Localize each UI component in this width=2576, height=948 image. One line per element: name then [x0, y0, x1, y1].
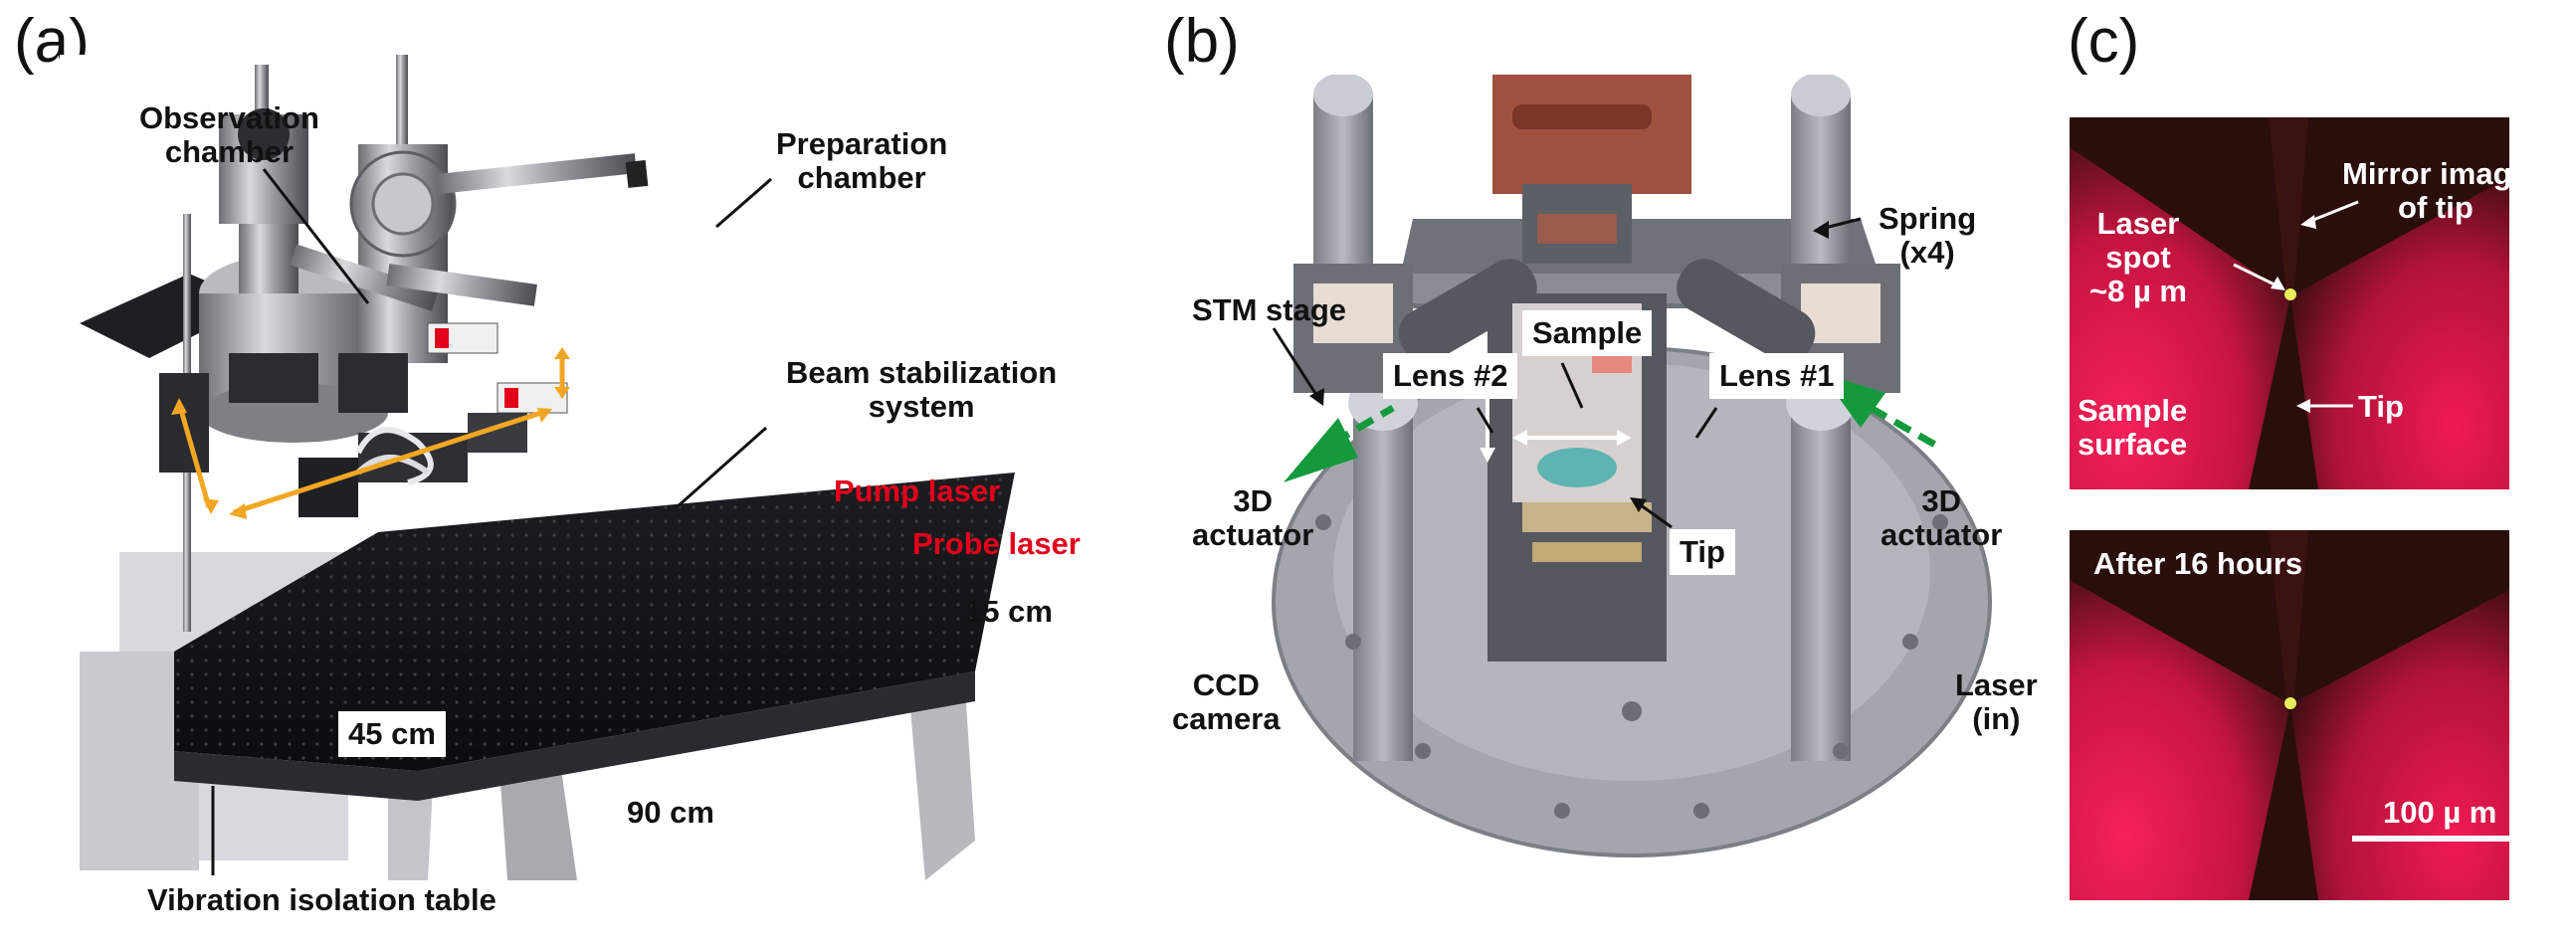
label-spring-line1: Spring	[1879, 201, 1977, 236]
label-mirror-image-of-tip: Mirror image of tip	[2342, 157, 2529, 225]
label-laser-in-line2: (in)	[1972, 701, 2021, 736]
label-observation-chamber: Observation chamber	[139, 101, 319, 169]
panel-b-leader-lines	[1272, 217, 1862, 529]
label-width-90cm: 90 cm	[627, 795, 714, 830]
label-preparation-chamber: Preparation chamber	[776, 127, 947, 195]
label-observation-line2: chamber	[164, 134, 295, 169]
panel-b-rendering	[1272, 75, 1992, 857]
label-ccd-camera: CCD camera	[1172, 668, 1281, 736]
label-spot-line3: ~8 µ m	[2089, 274, 2187, 308]
label-probe-laser: Probe laser	[912, 526, 1081, 561]
panel-c-micrograph-top	[2070, 117, 2509, 489]
label-ccd-line1: CCD	[1192, 667, 1260, 702]
label-preparation-line1: Preparation	[776, 126, 948, 161]
label-depth-45cm: 45 cm	[338, 711, 446, 757]
panel-b-letter: (b)	[1164, 7, 1240, 76]
label-actuator-right-line1: 3D	[1921, 483, 1961, 518]
label-vibration-isolation-table: Vibration isolation table	[147, 882, 496, 917]
label-beam-line2: system	[868, 389, 975, 424]
label-spot-line2: spot	[2105, 240, 2171, 275]
label-spring-line2: (x4)	[1899, 235, 1955, 270]
label-ccd-line2: camera	[1172, 701, 1281, 736]
label-laser-in: Laser (in)	[1955, 668, 2038, 736]
label-observation-line1: Observation	[139, 100, 319, 135]
label-beam-stabilization: Beam stabilization system	[786, 356, 1057, 424]
label-height-15cm: 15 cm	[965, 594, 1053, 629]
label-sample-surface: Sample surface	[2078, 394, 2187, 462]
label-surface-line2: surface	[2078, 427, 2188, 462]
label-sample: Sample	[1522, 310, 1653, 356]
label-actuator-left-line2: actuator	[1192, 517, 1314, 552]
label-mirror-line2: of tip	[2398, 190, 2474, 225]
panel-c-leader-arrows	[2233, 200, 2359, 413]
label-tip-b: Tip	[1670, 529, 1735, 575]
label-tip-c: Tip	[2358, 389, 2404, 424]
label-spot-line1: Laser	[2096, 206, 2180, 241]
label-after-16-hours: After 16 hours	[2093, 546, 2303, 581]
panel-a-leader-lines	[211, 168, 772, 875]
label-beam-line1: Beam stabilization	[786, 355, 1058, 390]
panel-c-micrograph-bottom	[2070, 530, 2509, 900]
label-3d-actuator-right: 3D actuator	[1881, 484, 2002, 552]
label-actuator-right-line2: actuator	[1881, 517, 2003, 552]
label-laser-spot: Laser spot ~8 µ m	[2089, 207, 2187, 308]
label-laser-in-line1: Laser	[1955, 667, 2038, 702]
label-mirror-line1: Mirror image	[2342, 156, 2529, 191]
label-preparation-line2: chamber	[797, 160, 926, 195]
label-lens-1: Lens #1	[1709, 353, 1845, 399]
label-stm-stage: STM stage	[1192, 292, 1347, 327]
label-scale-bar: 100 µ m	[2383, 795, 2497, 830]
label-3d-actuator-left: 3D actuator	[1192, 484, 1313, 552]
label-lens-2: Lens #2	[1383, 353, 1518, 399]
label-spring-x4: Spring (x4)	[1879, 202, 1976, 270]
label-actuator-left-line1: 3D	[1233, 483, 1273, 518]
label-surface-line1: Sample	[2078, 393, 2188, 428]
panel-c-letter: (c)	[2068, 7, 2140, 76]
label-pump-laser: Pump laser	[834, 474, 1001, 508]
